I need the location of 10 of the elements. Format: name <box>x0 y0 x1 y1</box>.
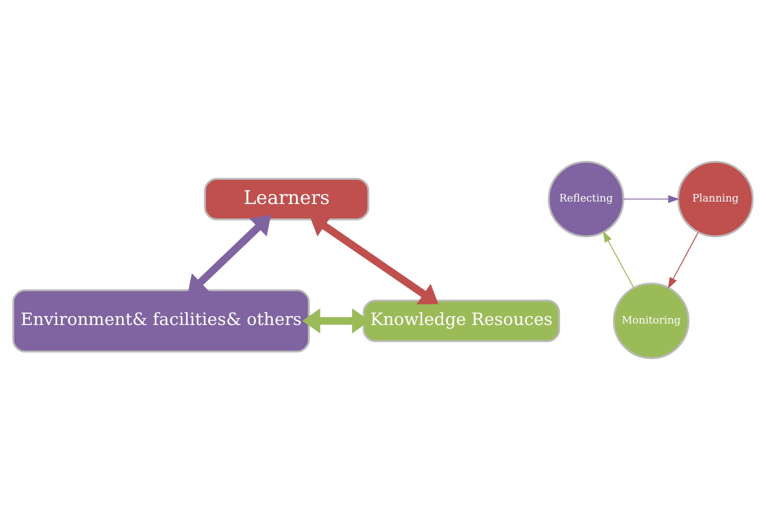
node-circle: Reflecting <box>548 160 624 237</box>
arrow <box>622 194 680 203</box>
node-box: Learners <box>204 177 370 220</box>
node-box: Environment& facilities& others <box>12 288 310 352</box>
node-circle: Planning <box>677 160 754 237</box>
node-circle: Monitoring <box>612 282 690 359</box>
arrow <box>602 230 634 288</box>
arrow <box>668 232 699 288</box>
node-box: Knowledge Resouces <box>362 299 560 342</box>
arrow <box>188 214 271 294</box>
